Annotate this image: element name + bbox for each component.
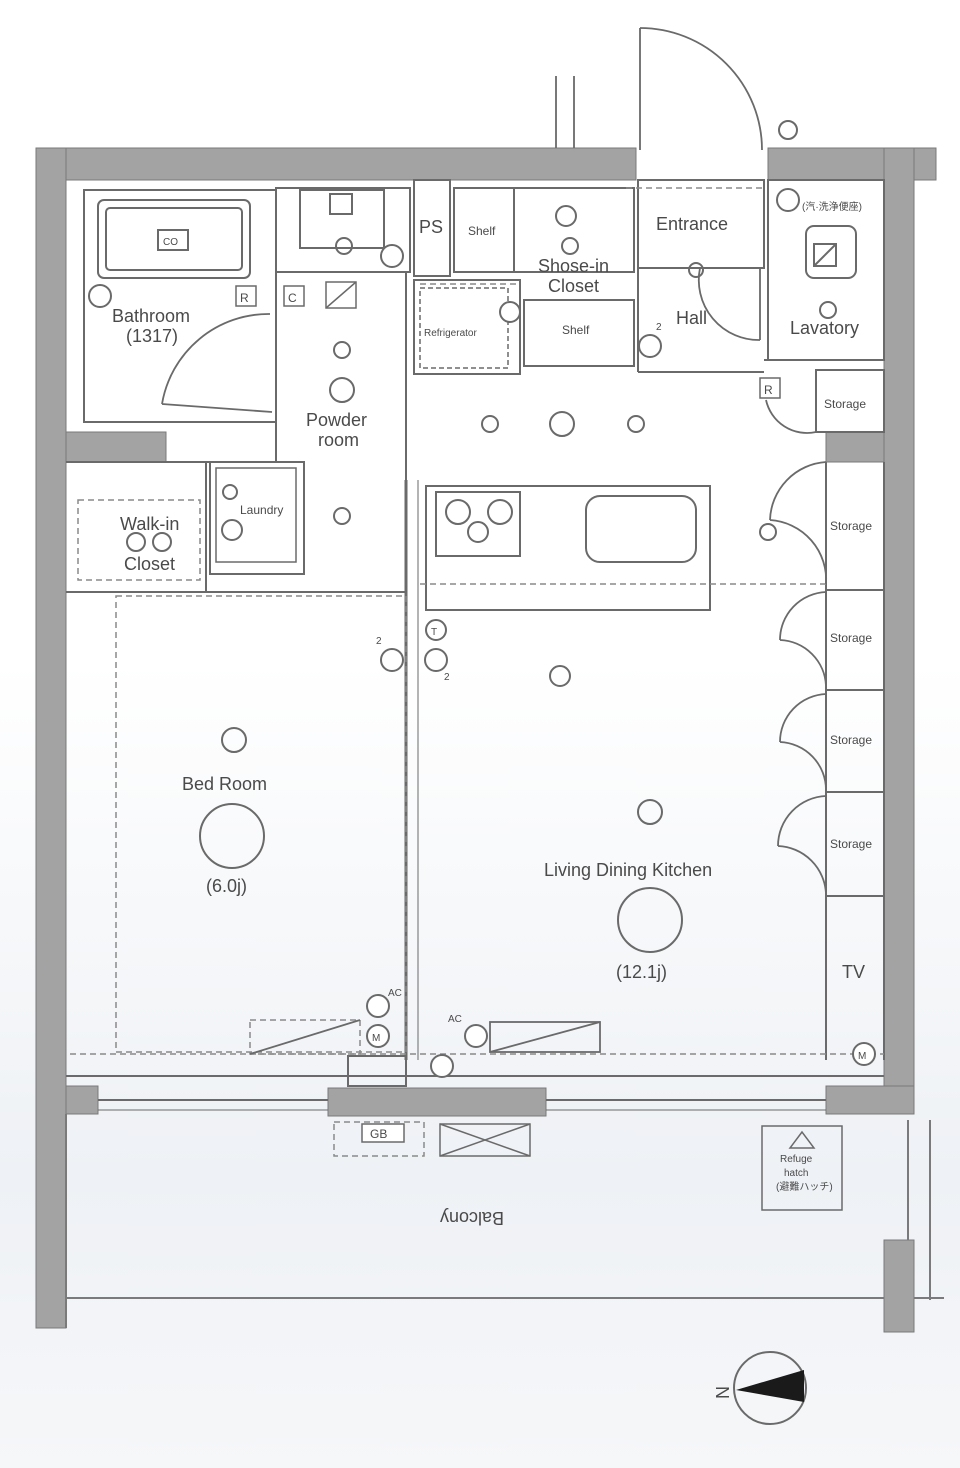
bathtub-code: CO [163, 237, 178, 248]
powder-box [325, 281, 357, 309]
code-ac-ldk: AC [448, 1014, 462, 1025]
code-t: T [431, 627, 437, 638]
refuge-hatch [761, 1125, 843, 1211]
refrigerator-box [419, 287, 509, 369]
balcony-label: Balcony [440, 1208, 504, 1228]
refuge-hatch-line2: hatch [784, 1168, 808, 1179]
doors [161, 27, 828, 1055]
storage-label-3: Storage [830, 631, 872, 645]
code-m-bed: M [372, 1033, 380, 1044]
ldk-label: Living Dining Kitchen [544, 860, 712, 880]
compass-label: N [712, 1386, 732, 1399]
kitchen-sink [585, 495, 697, 563]
refuge-hatch-line3: (避難ハッチ) [776, 1180, 833, 1193]
bathroom-size: (1317) [126, 326, 178, 346]
entrance-label: Entrance [656, 214, 728, 234]
code-2-c: 2 [656, 322, 662, 333]
refrigerator-label: Refrigerator [424, 328, 477, 339]
hall-label: Hall [676, 308, 707, 328]
compass [733, 1351, 807, 1425]
ldk-size: (12.1j) [616, 962, 667, 982]
bedroom-size: (6.0j) [206, 876, 247, 896]
code-ac-bed: AC [388, 988, 402, 999]
code-gb: GB [370, 1127, 387, 1141]
laundry-label: Laundry [240, 503, 283, 517]
outer-walls [35, 147, 937, 1333]
powder-room-line1: Powder [306, 410, 367, 430]
toilet [805, 225, 857, 279]
lavatory-label: Lavatory [790, 318, 859, 338]
ps-label: PS [419, 217, 443, 237]
storage-label-4: Storage [830, 733, 872, 747]
balcony-outline [65, 1114, 944, 1328]
code-2-b: 2 [444, 672, 450, 683]
kitchen-stove [435, 491, 521, 557]
dashed-lines [70, 187, 884, 1157]
ac-outdoor-unit [439, 1123, 531, 1157]
bathtub [97, 199, 251, 279]
storage-label-5: Storage [830, 837, 872, 851]
code-c: C [288, 291, 297, 305]
shoe-closet-line2: Closet [548, 276, 599, 296]
vanity-sink [299, 189, 385, 249]
lavatory-sign: (汽·洗浄便座) [802, 200, 862, 213]
code-boxes [235, 285, 781, 1143]
tv-label: TV [842, 962, 865, 982]
code-2-a: 2 [376, 636, 382, 647]
refuge-hatch-line1: Refuge [780, 1154, 813, 1165]
walkin-closet-line2: Closet [124, 554, 175, 574]
bathroom-label: Bathroom [112, 306, 190, 326]
walkin-closet-line1: Walk-in [120, 514, 179, 534]
powder-room-line2: room [318, 430, 359, 450]
shelf-label-upper: Shelf [468, 224, 496, 238]
shoe-closet-line1: Shose-in [538, 256, 609, 276]
storage-label-1: Storage [824, 397, 866, 411]
ceiling-lights [126, 205, 837, 953]
switches [88, 120, 876, 1078]
bedroom-label: Bed Room [182, 774, 267, 794]
washer-box [215, 467, 297, 563]
storage-label-2: Storage [830, 519, 872, 533]
shelf-label-lower: Shelf [562, 323, 590, 337]
interior-walls [66, 179, 885, 1087]
balcony-windows [98, 1099, 826, 1111]
code-r-hall: R [764, 383, 773, 397]
code-m-ldk: M [858, 1051, 866, 1062]
code-r-bath: R [240, 291, 249, 305]
